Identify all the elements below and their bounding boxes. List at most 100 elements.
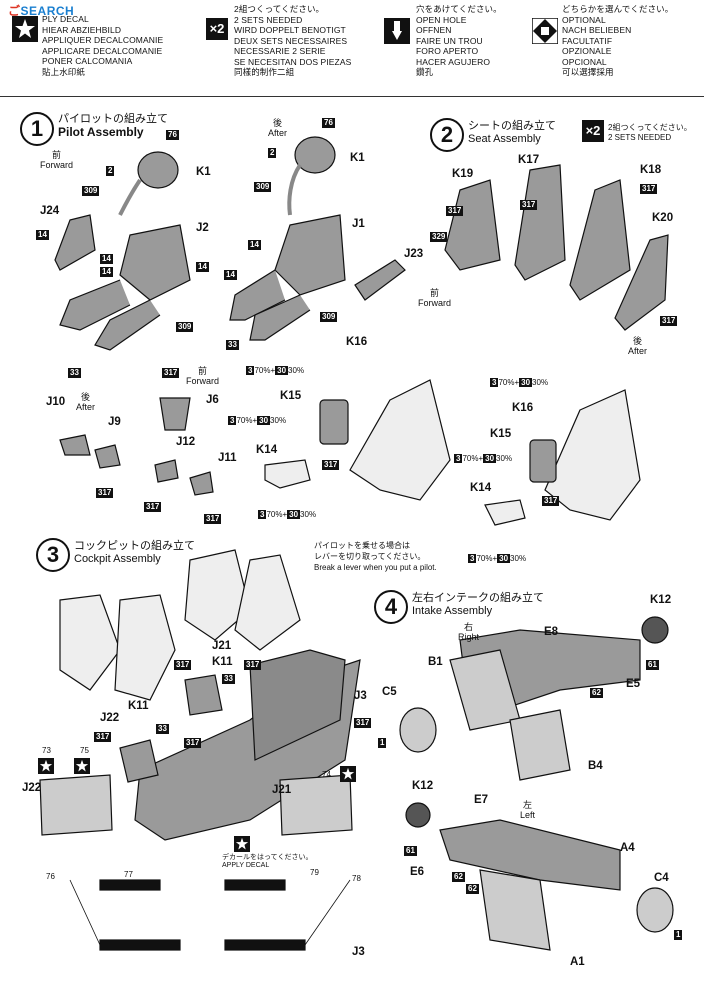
color-code: 317 bbox=[660, 316, 678, 326]
color-code: 14 bbox=[224, 270, 237, 280]
color-code: 329 bbox=[430, 232, 448, 242]
part-J22-panel: J22 bbox=[22, 782, 42, 794]
part-K12-b: K12 bbox=[412, 780, 434, 792]
color-code: 309 bbox=[320, 312, 338, 322]
color-code: 317 bbox=[184, 738, 202, 748]
pilot-figure-forward bbox=[54, 151, 191, 351]
part-J3-b: J3 bbox=[352, 946, 365, 958]
part-J24: J24 bbox=[40, 205, 60, 217]
apply-decal-note: デカールをはってください。APPLY DECAL bbox=[222, 854, 313, 869]
color-code: 317 bbox=[322, 460, 340, 470]
color-code: 317 bbox=[520, 200, 538, 210]
color-code: 62 bbox=[590, 688, 603, 698]
color-code: 33 bbox=[226, 340, 239, 350]
part-E6: E6 bbox=[410, 866, 425, 878]
part-K14: K14 bbox=[256, 444, 278, 456]
part-E5: E5 bbox=[626, 678, 641, 690]
decal-star-icon bbox=[38, 758, 54, 774]
color-code: 309 bbox=[176, 322, 194, 332]
color-code: 309 bbox=[254, 182, 272, 192]
part-K16: K16 bbox=[346, 336, 368, 348]
color-code: 317 bbox=[144, 502, 162, 512]
part-J3: J3 bbox=[354, 690, 367, 702]
part-J21: J21 bbox=[212, 640, 232, 652]
part-E7: E7 bbox=[474, 794, 489, 806]
pilot-figure-after bbox=[229, 136, 406, 341]
part-K18: K18 bbox=[640, 164, 662, 176]
color-code: 2 bbox=[106, 166, 115, 176]
decal-star-icon bbox=[340, 766, 356, 782]
decal-star-icon bbox=[12, 16, 38, 42]
x2-icon: ×2 bbox=[206, 18, 228, 40]
part-J1: J1 bbox=[352, 218, 365, 230]
decal-number: 77 bbox=[124, 870, 133, 879]
color-code: 317 bbox=[244, 660, 262, 670]
part-K16-b: K16 bbox=[512, 402, 534, 414]
part-K14-b: K14 bbox=[470, 482, 492, 494]
color-code: 76 bbox=[322, 118, 335, 128]
color-code: 317 bbox=[174, 660, 192, 670]
decal-number: 78 bbox=[352, 874, 361, 883]
part-J11: J11 bbox=[218, 452, 237, 464]
part-C5: C5 bbox=[382, 686, 397, 698]
color-code: 14 bbox=[100, 267, 113, 277]
color-code: 317 bbox=[96, 488, 114, 498]
color-code: 62 bbox=[466, 884, 479, 894]
color-code: 317 bbox=[640, 184, 658, 194]
part-K12: K12 bbox=[650, 594, 672, 606]
part-J22: J22 bbox=[100, 712, 120, 724]
color-code: 61 bbox=[646, 660, 659, 670]
color-code: 317 bbox=[354, 718, 372, 728]
decal-number: 76 bbox=[46, 872, 55, 881]
part-K20: K20 bbox=[652, 212, 674, 224]
part-J10: J10 bbox=[46, 396, 66, 408]
color-code: 14 bbox=[36, 230, 49, 240]
color-code: 317 bbox=[204, 514, 222, 524]
color-code: 76 bbox=[166, 130, 179, 140]
color-code: 309 bbox=[82, 186, 100, 196]
watermark: ごSEARCH bbox=[8, 4, 75, 18]
part-K19: K19 bbox=[452, 168, 474, 180]
part-K11: K11 bbox=[212, 656, 233, 668]
color-code: 317 bbox=[162, 368, 180, 378]
section-2-number: 2 bbox=[430, 118, 464, 152]
part-B4: B4 bbox=[588, 760, 603, 772]
section-3-number: 3 bbox=[36, 538, 70, 572]
part-K11-b: K11 bbox=[128, 700, 149, 712]
x2-note: 2組つくってください。2 SETS NEEDED bbox=[608, 123, 692, 142]
color-code: 317 bbox=[446, 206, 464, 216]
color-code: 33 bbox=[156, 724, 169, 734]
part-K17: K17 bbox=[518, 154, 540, 166]
part-K15: K15 bbox=[280, 390, 302, 402]
part-K1-after: K1 bbox=[350, 152, 365, 164]
part-J12: J12 bbox=[176, 436, 196, 448]
color-code: 61 bbox=[404, 846, 417, 856]
decal-star-icon bbox=[234, 836, 250, 852]
optional-icon bbox=[532, 18, 558, 44]
color-code: 1 bbox=[674, 930, 683, 940]
part-K15-b: K15 bbox=[490, 428, 512, 440]
color-code: 2 bbox=[268, 148, 277, 158]
color-code: 33 bbox=[68, 368, 81, 378]
drill-hole-icon bbox=[384, 18, 410, 44]
